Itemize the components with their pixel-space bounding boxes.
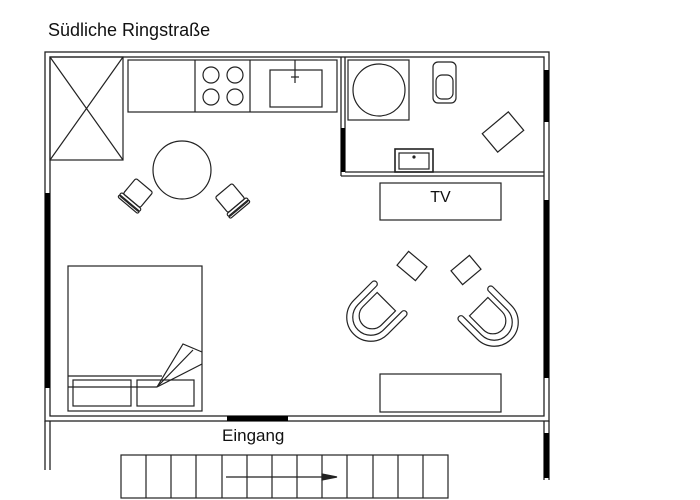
armchair-right — [457, 285, 519, 347]
double-bed — [67, 265, 203, 412]
kitchen-sink — [269, 60, 323, 108]
window-living — [544, 200, 549, 378]
side-table-right — [450, 254, 482, 286]
side-table-left — [396, 250, 428, 282]
window-lower-right — [544, 433, 549, 478]
windows — [45, 70, 549, 478]
stove — [202, 66, 244, 106]
storage-cabinet — [49, 56, 124, 161]
dining-chair-left — [117, 178, 153, 214]
tv-label: TV — [430, 189, 451, 206]
washbasin — [394, 148, 434, 173]
dining-table — [152, 140, 212, 200]
entrance-label: Eingang — [222, 426, 285, 445]
kitchen-counter — [127, 59, 338, 113]
tv-unit — [379, 182, 502, 221]
entrance-door — [227, 416, 288, 421]
bath-mat — [481, 111, 525, 153]
dining-chair-right — [215, 183, 251, 219]
staircase-arrow-icon — [226, 473, 338, 481]
window-bathroom — [544, 70, 549, 122]
plan-title: Südliche Ringstraße — [48, 20, 211, 40]
window-left — [45, 193, 50, 388]
toilet — [432, 61, 457, 104]
sideboard — [379, 373, 502, 413]
bathroom-door — [341, 128, 345, 172]
armchair-left — [346, 280, 408, 342]
shower — [347, 59, 410, 121]
